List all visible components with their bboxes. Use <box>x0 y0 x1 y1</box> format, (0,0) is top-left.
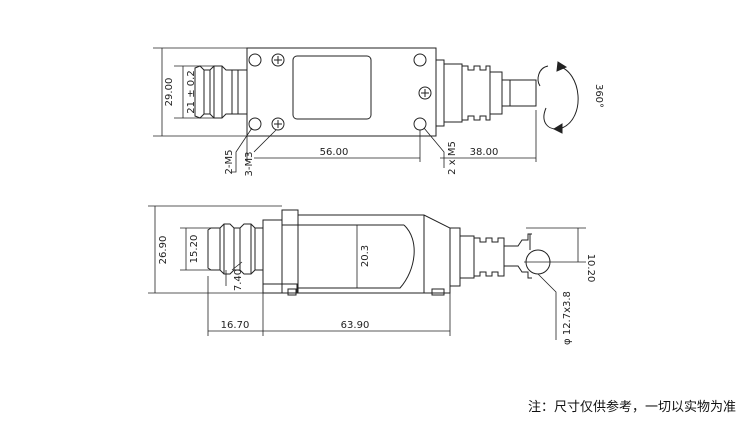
label-mount-screw: 3-M3 <box>244 152 255 177</box>
top-dim-height: 29.00 <box>164 78 175 107</box>
top-dimensions <box>153 47 537 173</box>
side-dim-roller: φ 12.7x3.8 <box>562 291 573 345</box>
footer-note: 注：尺寸仅供参考，一切以实物为准 <box>528 399 736 415</box>
side-view <box>148 205 586 340</box>
side-dim-inner-height: 20.3 <box>360 245 371 267</box>
side-dim-boot-length: 16.70 <box>221 320 250 331</box>
side-plunger <box>449 227 551 287</box>
top-body-outline <box>246 47 437 137</box>
label-rotation: 360° <box>593 84 604 108</box>
label-right-screw: 2 x M5 <box>447 141 458 175</box>
top-plunger <box>435 59 537 127</box>
rotation-arrow <box>537 61 579 134</box>
top-view <box>153 47 579 173</box>
top-dim-plunger-length: 38.00 <box>470 147 499 158</box>
side-dim-small: 7.40 <box>233 269 244 291</box>
side-body-outline <box>262 209 451 294</box>
top-dim-boot-height: 21 ± 0.2 <box>186 70 197 113</box>
label-left-screw: 2-M5 <box>224 150 235 175</box>
side-dim-roller-offset: 10.20 <box>585 254 596 283</box>
side-dim-body-length: 63.90 <box>341 320 370 331</box>
side-boot <box>207 223 263 275</box>
top-boot <box>194 65 247 119</box>
side-dim-height: 26.90 <box>158 236 169 265</box>
top-window <box>292 55 372 120</box>
top-screws <box>248 53 432 131</box>
top-dim-body-length: 56.00 <box>320 147 349 158</box>
dimension-labels: 29.00 21 ± 0.2 56.00 38.00 2-M5 3-M3 2 x… <box>158 70 736 415</box>
side-dim-boot-height: 15.20 <box>189 235 200 264</box>
side-dimensions <box>148 205 586 340</box>
